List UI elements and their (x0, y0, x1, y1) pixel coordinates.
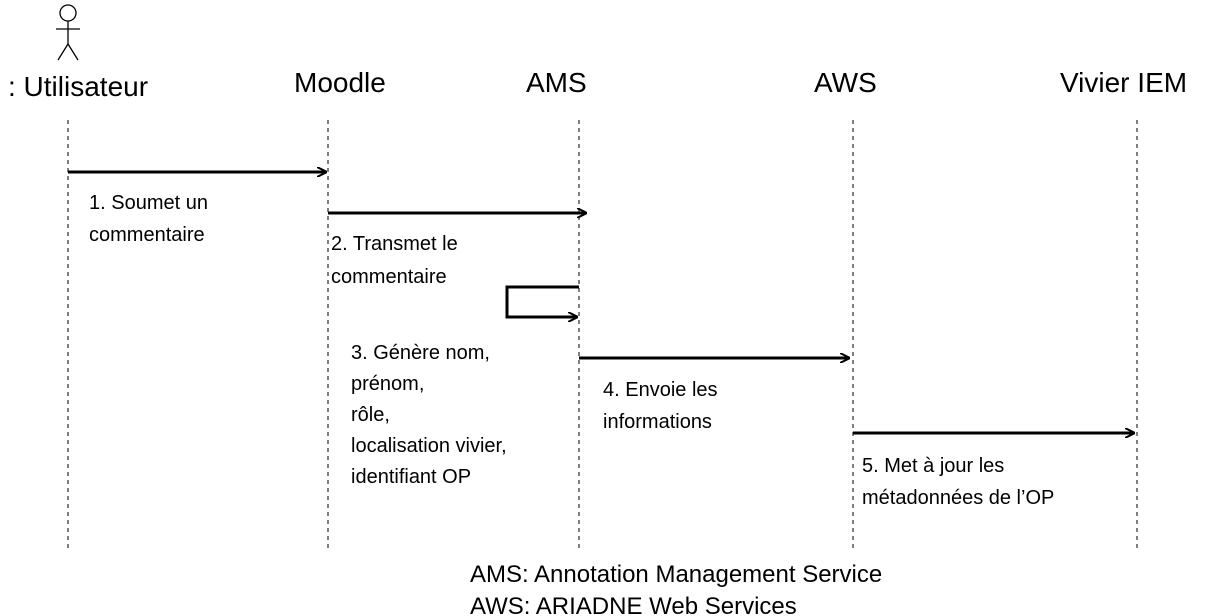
participant-vivier-label: Vivier IEM (1060, 67, 1187, 98)
message-5-line-1: 5. Met à jour les (862, 455, 1004, 477)
message-3-line-4: localisation vivier, (351, 435, 507, 457)
message-2-label: 2. Transmet le commentaire (331, 233, 463, 288)
message-3-self-arrow (505, 285, 579, 317)
message-2-line-1: 2. Transmet le (331, 233, 458, 255)
legend-aws: AWS: ARIADNE Web Services (470, 593, 797, 616)
message-3-label: 3. Génère nom, prénom, rôle, localisatio… (351, 342, 512, 488)
message-5-line-2: métadonnées de l’OP (862, 487, 1054, 509)
message-1-line-2: commentaire (89, 224, 205, 246)
message-3-line-5: identifiant OP (351, 466, 471, 488)
message-3-line-2: prénom, (351, 373, 424, 395)
message-4-line-2: informations (603, 411, 712, 433)
message-2-line-2: commentaire (331, 266, 447, 288)
participant-utilisateur-label: : Utilisateur (8, 71, 148, 102)
message-3-line-1: 3. Génère nom, (351, 342, 490, 364)
participant-moodle-label: Moodle (294, 67, 386, 98)
actor-icon (56, 4, 80, 61)
message-1-label: 1. Soumet un commentaire (89, 192, 214, 246)
participant-ams-label: AMS (526, 67, 587, 98)
message-1-line-1: 1. Soumet un (89, 192, 208, 214)
message-5-label: 5. Met à jour les métadonnées de l’OP (862, 455, 1054, 509)
message-4-line-1: 4. Envoie les (603, 379, 718, 401)
participant-aws-label: AWS (814, 67, 877, 98)
legend-ams: AMS: Annotation Management Service (470, 561, 882, 588)
message-3-line-3: rôle, (351, 404, 390, 426)
message-4-label: 4. Envoie les informations (603, 379, 723, 433)
